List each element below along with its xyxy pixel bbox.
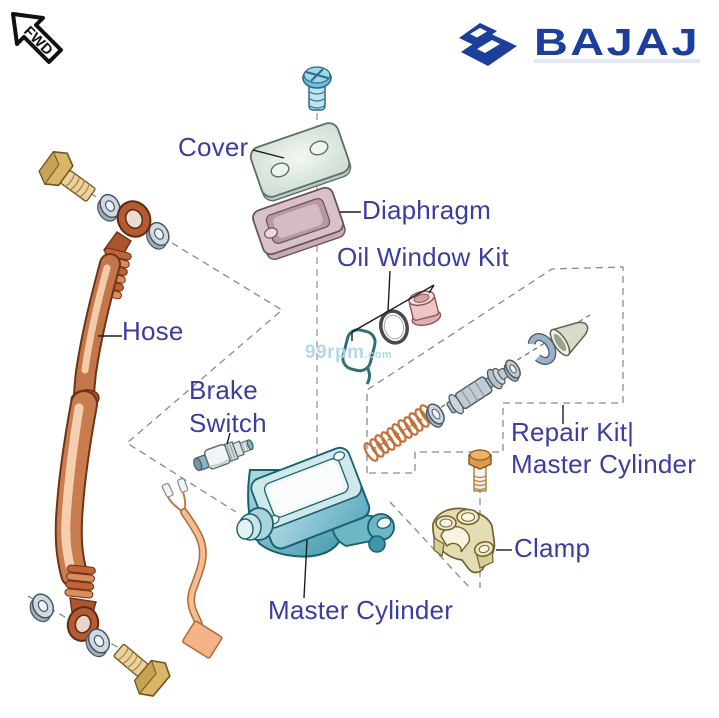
hose-routing-dashed bbox=[89, 192, 284, 513]
fwd-arrow-icon bbox=[11, 12, 63, 64]
watermark-suffix: .com bbox=[364, 349, 393, 361]
clamp-label: Clamp bbox=[514, 533, 591, 563]
banjo-eye-top bbox=[116, 200, 152, 238]
repair-kit-spring bbox=[363, 404, 435, 462]
brake-switch-wire bbox=[161, 477, 223, 659]
watermark-main: 99rpm bbox=[305, 342, 365, 363]
brake-switch-part bbox=[193, 439, 254, 472]
master-cylinder-label: Master Cylinder bbox=[268, 595, 454, 625]
repair-kit-label: Repair Kit| Master Cylinder bbox=[511, 417, 697, 479]
diaphragm-part bbox=[252, 186, 346, 260]
repair-kit-washer-2 bbox=[503, 359, 521, 382]
hose-part bbox=[54, 231, 132, 617]
master-cylinder-part bbox=[236, 446, 395, 558]
brake-switch-label: Brake Switch bbox=[189, 375, 267, 438]
clamp-diagonal-dashed bbox=[389, 501, 471, 589]
oil-window-part bbox=[408, 290, 442, 327]
bajaj-logo: BAJAJ bbox=[459, 22, 700, 66]
oil-window-gasket bbox=[341, 328, 377, 385]
cover-label: Cover bbox=[178, 132, 249, 162]
washer-bottom-1 bbox=[29, 593, 55, 623]
bajaj-logo-icon bbox=[459, 23, 517, 66]
cover-leader bbox=[252, 149, 285, 159]
washer-top-1 bbox=[97, 193, 121, 222]
repair-kit-boot bbox=[549, 321, 589, 357]
washer-bottom-2 bbox=[85, 628, 111, 658]
phillips-cross-icon bbox=[305, 68, 329, 82]
repair-kit-piston bbox=[446, 367, 509, 415]
clamp-bolt bbox=[468, 449, 492, 492]
oil-window-oring bbox=[379, 309, 409, 345]
logo-reflection bbox=[534, 59, 700, 63]
cover-part bbox=[249, 122, 352, 202]
clamp-part bbox=[432, 507, 496, 574]
oil-window-kit-label: Oil Window Kit bbox=[337, 242, 509, 272]
oil-window-leader bbox=[351, 270, 435, 341]
watermark: 99rpm.com bbox=[305, 342, 392, 364]
fwd-badge: FWD bbox=[11, 12, 63, 64]
banjo-bolt-bottom bbox=[113, 644, 171, 697]
repair-kit-washer-1 bbox=[425, 403, 445, 428]
washer-top-2 bbox=[146, 221, 170, 250]
repair-kit-boundary-dashed bbox=[366, 266, 624, 474]
hose-label: Hose bbox=[122, 316, 184, 346]
repair-kit-circlip bbox=[527, 333, 557, 365]
reservoir-screw bbox=[302, 66, 332, 111]
banjo-bolt-top bbox=[38, 150, 96, 202]
bajaj-logo-text: BAJAJ bbox=[534, 22, 700, 64]
master-cylinder-leader bbox=[303, 539, 308, 599]
brake-switch-leader bbox=[226, 432, 231, 445]
leader-lines bbox=[98, 149, 564, 599]
diaphragm-label: Diaphragm bbox=[362, 195, 491, 225]
